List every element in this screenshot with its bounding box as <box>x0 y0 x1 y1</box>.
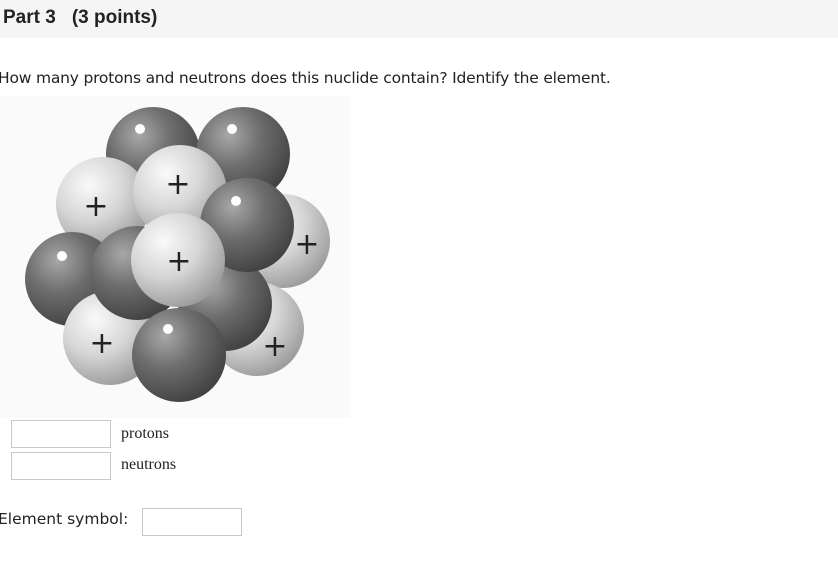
proton-plus: + <box>166 244 191 279</box>
proton-plus: + <box>89 326 114 361</box>
part-title: Part 3 (3 points) <box>3 7 157 29</box>
neutrons-label: neutrons <box>121 456 177 473</box>
protons-input[interactable] <box>11 420 111 448</box>
highlight <box>57 251 67 261</box>
proton-sphere <box>131 213 225 307</box>
nucleus-diagram: + + + + + + <box>0 96 350 418</box>
question-text: How many protons and neutrons does this … <box>0 69 611 87</box>
element-symbol-input[interactable] <box>142 508 242 536</box>
proton-plus: + <box>83 189 108 224</box>
proton-plus: + <box>165 167 190 202</box>
protons-label: protons <box>121 425 169 442</box>
neutrons-input[interactable] <box>11 452 111 480</box>
element-symbol-label: Element symbol: <box>0 510 129 528</box>
neutron-sphere <box>132 308 226 402</box>
highlight <box>227 124 237 134</box>
highlight <box>163 324 173 334</box>
highlight <box>135 124 145 134</box>
nucleus-svg: + + + + + + <box>25 107 330 402</box>
part-number: Part 3 <box>3 7 56 28</box>
part-points: (3 points) <box>71 7 158 28</box>
highlight <box>231 196 241 206</box>
proton-plus: + <box>262 329 287 364</box>
part-header: Part 3 (3 points) <box>0 0 838 38</box>
proton-plus: + <box>294 227 319 262</box>
